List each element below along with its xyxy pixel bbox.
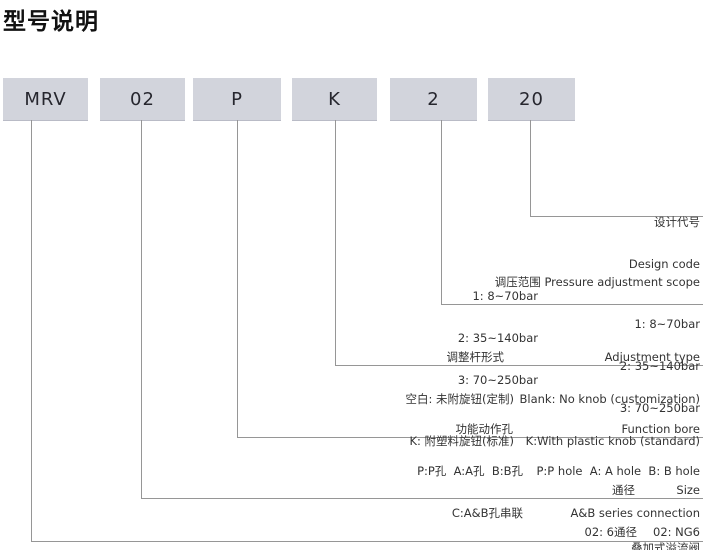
size-row-cn: 02: 6通径 [584, 525, 637, 539]
model-box-2: 2 [390, 78, 477, 121]
size-row-en: 02: NG6 [653, 525, 700, 539]
connector-v-mrv [31, 120, 32, 541]
connector-h-adjustment [335, 365, 703, 366]
page-title: 型号说明 [3, 9, 99, 35]
pressure-row-cn: 3: 70~250bar [457, 373, 538, 387]
model-box-k-label: K [328, 88, 341, 110]
section-pressure-en: 调压范围 Pressure adjustment scope 1: 8~70ba… [495, 247, 700, 443]
connector-v-02 [141, 120, 142, 498]
function-bore-row-en: A&B series connection [570, 506, 700, 520]
section-size-en: Size 02: NG6 03: NG10 [646, 455, 700, 550]
section-adjustment-en: Adjustment type Blank: No knob (customiz… [520, 322, 700, 476]
model-box-mrv: MRV [3, 78, 88, 121]
size-header-cn: 通径 [612, 483, 635, 497]
function-bore-row-en: P:P hole A: A hole B: B hole [536, 464, 701, 478]
product-label-cn: 叠加式溢流阀 [631, 541, 700, 550]
function-bore-header-cn: 功能动作孔 [455, 422, 514, 436]
model-box-k: K [292, 78, 377, 121]
model-box-20-label: 20 [519, 88, 544, 110]
connector-h-product [31, 541, 703, 542]
section-adjustment-cn: 调整杆形式 空白: 未附旋钮(定制) K: 附塑料旋钮(标准) [405, 322, 514, 476]
connector-h-function-bore [237, 437, 703, 438]
function-bore-row-cn: C:A&B孔串联 [451, 506, 523, 520]
connector-v-p [237, 120, 238, 437]
section-function-bore-en: Function bore P:P hole A: A hole B: B ho… [537, 394, 701, 548]
pressure-row-en: 3: 70~250bar [619, 401, 700, 415]
model-box-02: 02 [100, 78, 185, 121]
pressure-row-cn: 2: 35~140bar [457, 331, 538, 345]
function-bore-row-cn: P:P孔 A:A孔 B:B孔 [417, 464, 523, 478]
connector-v-2 [441, 120, 442, 304]
adjustment-header-cn: 调整杆形式 [446, 350, 505, 364]
section-product: 叠加式溢流阀 Modular relief valves [580, 513, 700, 550]
model-box-p: P [193, 78, 281, 121]
pressure-header: 调压范围 Pressure adjustment scope [494, 275, 700, 289]
size-header-en: Size [676, 483, 700, 497]
pressure-row-en: 2: 35~140bar [619, 359, 700, 373]
adjustment-row-cn: 空白: 未附旋钮(定制) [405, 392, 514, 406]
pressure-row-en: 1: 8~70bar [634, 317, 700, 331]
section-design-code: 设计代号 Design code [629, 187, 700, 299]
section-pressure-cn: 1: 8~70bar 2: 35~140bar 3: 70~250bar [458, 261, 538, 415]
model-box-2-label: 2 [427, 88, 440, 110]
model-box-p-label: P [231, 88, 243, 110]
adjustment-row-en: Blank: No knob (customization) [519, 392, 700, 406]
design-code-label-en: Design code [628, 257, 700, 271]
section-function-bore-cn: 功能动作孔 P:P孔 A:A孔 B:B孔 C:A&B孔串联 [417, 394, 523, 548]
adjustment-header-en: Adjustment type [604, 350, 700, 364]
pressure-row-cn: 1: 8~70bar [472, 289, 538, 303]
connector-v-20 [530, 120, 531, 216]
connector-h-design-code [530, 216, 703, 217]
model-box-mrv-label: MRV [24, 88, 67, 110]
design-code-label-cn: 设计代号 [654, 215, 700, 229]
section-size-cn: 通径 02: 6通径 03: 10通径 [577, 455, 637, 550]
function-bore-header-en: Function bore [621, 422, 700, 436]
connector-h-pressure [441, 304, 703, 305]
adjustment-row-cn: K: 附塑料旋钮(标准) [409, 434, 514, 448]
adjustment-row-en: K:With plastic knob (standard) [525, 434, 700, 448]
model-box-02-label: 02 [130, 88, 155, 110]
connector-h-size [141, 498, 703, 499]
model-box-20: 20 [488, 78, 575, 121]
connector-v-k [335, 120, 336, 365]
